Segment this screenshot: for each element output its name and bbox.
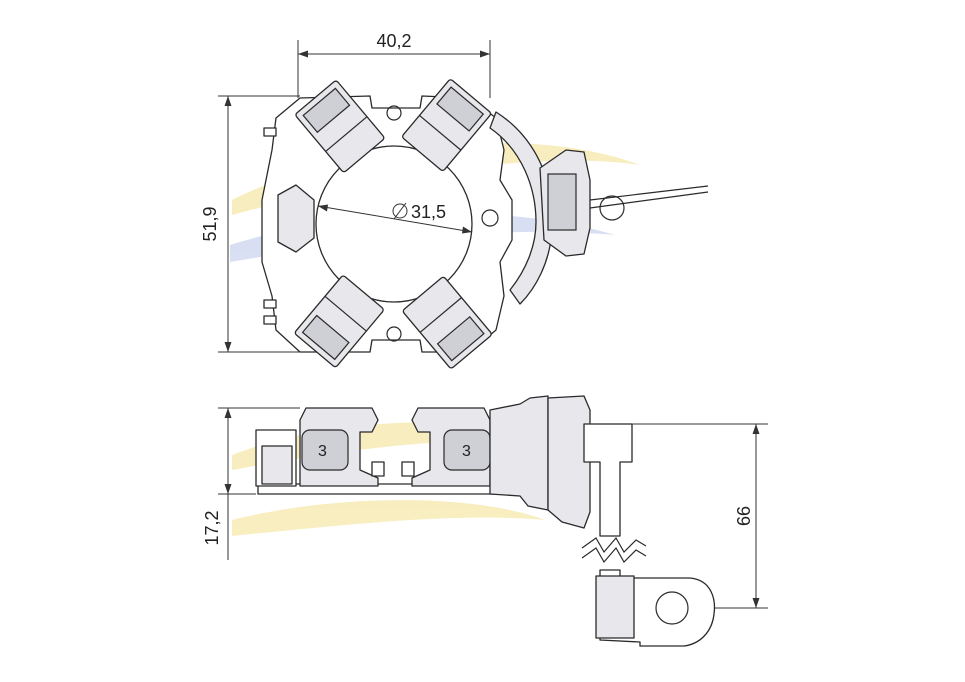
mount-hole-right bbox=[481, 209, 499, 227]
side-view-brush-holder: 3 3 bbox=[255, 395, 716, 647]
terminal-tab-left bbox=[277, 184, 315, 253]
spring-clip-left bbox=[371, 461, 385, 477]
dimension-height-side-label: 17,2 bbox=[202, 510, 222, 545]
brush-housing-bottom-right bbox=[402, 276, 492, 369]
brush-marking-right: 3 bbox=[462, 443, 471, 460]
brush-left bbox=[301, 429, 349, 471]
cable-break-symbol bbox=[581, 536, 647, 564]
side-shield bbox=[489, 395, 549, 511]
side-terminal-left-inner bbox=[261, 445, 293, 485]
dimension-inner-diameter-label: 31,5 bbox=[411, 202, 446, 222]
dimension-height-side: 17,2 bbox=[202, 407, 300, 560]
mount-hole-bottom bbox=[386, 326, 402, 342]
brush-housing-top-right bbox=[402, 79, 492, 172]
central-bore bbox=[315, 145, 473, 303]
lead-wire bbox=[589, 185, 709, 209]
dimension-width-top: 40,2 bbox=[297, 31, 491, 98]
wire-loop bbox=[599, 195, 625, 221]
side-cable bbox=[583, 423, 633, 537]
brush-marking-left: 3 bbox=[318, 443, 327, 460]
dimension-inner-diameter: 31,5 bbox=[317, 202, 473, 234]
spring-clip-right bbox=[401, 461, 415, 477]
lug-hole bbox=[655, 591, 689, 625]
top-view-brush-holder bbox=[261, 79, 709, 369]
dimension-height-top: 51,9 bbox=[200, 95, 300, 353]
dimension-width-top-label: 40,2 bbox=[376, 31, 411, 51]
dimension-height-top-label: 51,9 bbox=[200, 206, 220, 241]
clip bbox=[263, 299, 277, 309]
dimension-cable-length: 66 bbox=[632, 423, 768, 609]
brush-housing-bottom-left bbox=[294, 275, 384, 368]
lug-crimp bbox=[595, 575, 635, 639]
brush-housing-top-left bbox=[295, 80, 385, 173]
terminal-insert bbox=[547, 173, 577, 231]
mount-hole-top bbox=[386, 105, 402, 121]
side-terminal-block bbox=[547, 395, 591, 529]
clip bbox=[263, 315, 277, 325]
dimension-cable-length-label: 66 bbox=[734, 506, 754, 526]
clip bbox=[263, 127, 277, 137]
